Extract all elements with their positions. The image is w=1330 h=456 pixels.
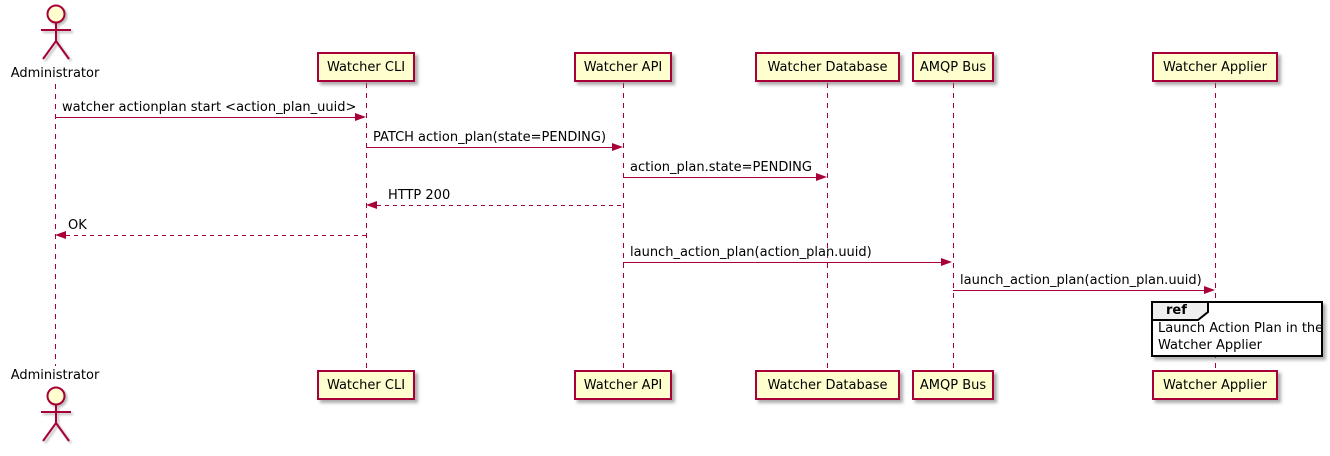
message-line-4 — [377, 205, 623, 206]
participant-watcher-applier-top: Watcher Applier — [1152, 52, 1278, 82]
arrowhead-right-icon — [816, 173, 827, 181]
arrowhead-left-icon — [55, 231, 66, 239]
message-line-2 — [366, 147, 613, 148]
actor-icon-top — [41, 4, 71, 60]
message-label-7: launch_action_plan(action_plan.uuid) — [960, 273, 1202, 288]
arrowhead-right-icon — [355, 113, 366, 121]
message-line-3 — [623, 177, 817, 178]
participant-watcher-database-top: Watcher Database — [755, 52, 900, 82]
participant-amqp-bus-bottom: AMQP Bus — [912, 370, 994, 400]
participant-watcher-cli-bottom: Watcher CLI — [317, 370, 415, 400]
message-label-6: launch_action_plan(action_plan.uuid) — [630, 245, 872, 260]
participant-amqp-bus-top: AMQP Bus — [912, 52, 994, 82]
message-line-1 — [55, 117, 356, 118]
ref-keyword: ref — [1166, 303, 1187, 318]
participant-watcher-cli-top: Watcher CLI — [317, 52, 415, 82]
lifeline-watcher-applier — [1215, 83, 1216, 370]
message-label-3: action_plan.state=PENDING — [630, 160, 812, 175]
ref-header-tab-icon — [1151, 301, 1209, 321]
participant-watcher-api-bottom: Watcher API — [574, 370, 672, 400]
ref-text-line-2: Watcher Applier — [1158, 338, 1262, 353]
arrowhead-right-icon — [612, 143, 623, 151]
message-label-1: watcher actionplan start <action_plan_uu… — [62, 100, 357, 115]
message-line-5 — [66, 235, 366, 236]
participant-watcher-database-bottom: Watcher Database — [755, 370, 900, 400]
actor-label-top: Administrator — [10, 66, 100, 81]
lifeline-administrator — [55, 84, 56, 366]
message-line-6 — [623, 262, 942, 263]
message-label-5: OK — [68, 218, 87, 233]
participant-watcher-api-top: Watcher API — [574, 52, 672, 82]
message-line-7 — [953, 290, 1205, 291]
lifeline-watcher-database — [827, 83, 828, 370]
arrowhead-left-icon — [366, 201, 377, 209]
lifeline-amqp-bus — [953, 83, 954, 370]
actor-icon-bottom — [41, 386, 71, 442]
lifeline-watcher-api — [623, 83, 624, 370]
participant-watcher-applier-bottom: Watcher Applier — [1152, 370, 1278, 400]
lifeline-watcher-cli — [366, 83, 367, 370]
actor-label-bottom: Administrator — [10, 368, 100, 383]
arrowhead-right-icon — [941, 258, 952, 266]
message-label-2: PATCH action_plan(state=PENDING) — [373, 130, 607, 145]
message-label-4: HTTP 200 — [388, 188, 451, 203]
arrowhead-right-icon — [1204, 286, 1215, 294]
ref-fragment: ref Launch Action Plan in the Watcher Ap… — [1151, 301, 1323, 357]
ref-text-line-1: Launch Action Plan in the — [1158, 321, 1324, 336]
